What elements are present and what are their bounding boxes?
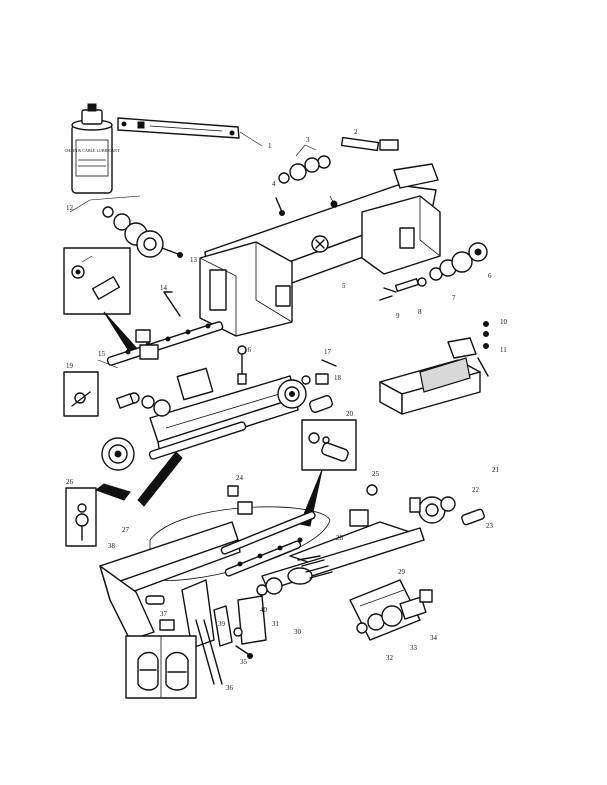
- callout-label: 7: [452, 294, 456, 302]
- callout-label: 8: [418, 308, 422, 316]
- callout-label: 11: [500, 346, 507, 354]
- callout-label: 2: [354, 128, 358, 136]
- callout-label: 22: [472, 486, 480, 494]
- callout-label: 28: [336, 534, 344, 542]
- callout-label: 4: [272, 180, 276, 188]
- callout-label: 26: [66, 478, 74, 486]
- callout-label: 38: [108, 542, 116, 550]
- callout-label: 12: [66, 204, 74, 212]
- callout-label: 40: [260, 606, 268, 614]
- identification-strip: [117, 117, 263, 147]
- callout-label: 35: [240, 658, 248, 666]
- callout-label: 17: [324, 348, 332, 356]
- callout-label: 13: [190, 256, 198, 264]
- callout-label: 3: [306, 136, 310, 144]
- main-crossbeam: [199, 163, 441, 337]
- callout-label: 10: [500, 318, 508, 326]
- callout-label: 9: [396, 312, 400, 320]
- lubricant-can: CHAIN & CABLE LUBRICANT: [65, 103, 120, 194]
- callout-label: 32: [386, 654, 394, 662]
- lower-boom-callout-outline: [149, 506, 331, 581]
- upper-pin-assembly: [275, 136, 399, 216]
- callout-label: 36: [226, 684, 234, 692]
- detail-inset-small-bolts: [65, 487, 97, 547]
- detail-inset-bracket: [63, 371, 99, 417]
- upper-chain-links: [97, 291, 224, 369]
- callout-label: 20: [346, 410, 354, 418]
- lower-small-parts: [159, 595, 267, 659]
- lower-right-pin: [356, 589, 433, 634]
- detail-inset-pin: [299, 419, 357, 527]
- callout-labels: 1 2 3 4 5 6 7 8 9 10 11 12 13 14 15 16 1…: [66, 128, 508, 692]
- detail-inset-bolt: [63, 247, 141, 357]
- right-housing-assembly: [379, 321, 489, 415]
- left-pulley-chain: [94, 421, 247, 507]
- callout-label: 27: [122, 526, 130, 534]
- callout-label: 5: [342, 282, 346, 290]
- callout-label: 34: [430, 634, 438, 642]
- lower-boom-frame: [99, 521, 241, 685]
- lubricant-can-label: CHAIN & CABLE LUBRICANT: [65, 148, 120, 153]
- callout-label: 24: [236, 474, 244, 482]
- detail-inset-shoes: [125, 635, 197, 699]
- callout-label: 15: [98, 350, 106, 358]
- callout-label: 30: [294, 628, 302, 636]
- center-right-pulley: [277, 359, 337, 413]
- callout-label: 29: [398, 568, 406, 576]
- callout-label: 1: [268, 142, 272, 150]
- callout-label: 21: [492, 466, 500, 474]
- callout-label: 16: [244, 346, 252, 354]
- callout-label: 37: [160, 610, 168, 618]
- lower-chain-links: [220, 485, 316, 577]
- callout-label: 25: [372, 470, 380, 478]
- callout-label: 39: [218, 620, 226, 628]
- callout-label: 19: [66, 362, 74, 370]
- callout-label: 33: [410, 644, 418, 652]
- callout-label: 14: [160, 284, 168, 292]
- callout-label: 6: [488, 272, 492, 280]
- callout-label: 31: [272, 620, 280, 628]
- upper-pulley-assembly: [69, 195, 183, 258]
- callout-label: 18: [334, 374, 342, 382]
- beam-right-rollers: [379, 242, 488, 301]
- callout-label: 23: [486, 522, 494, 530]
